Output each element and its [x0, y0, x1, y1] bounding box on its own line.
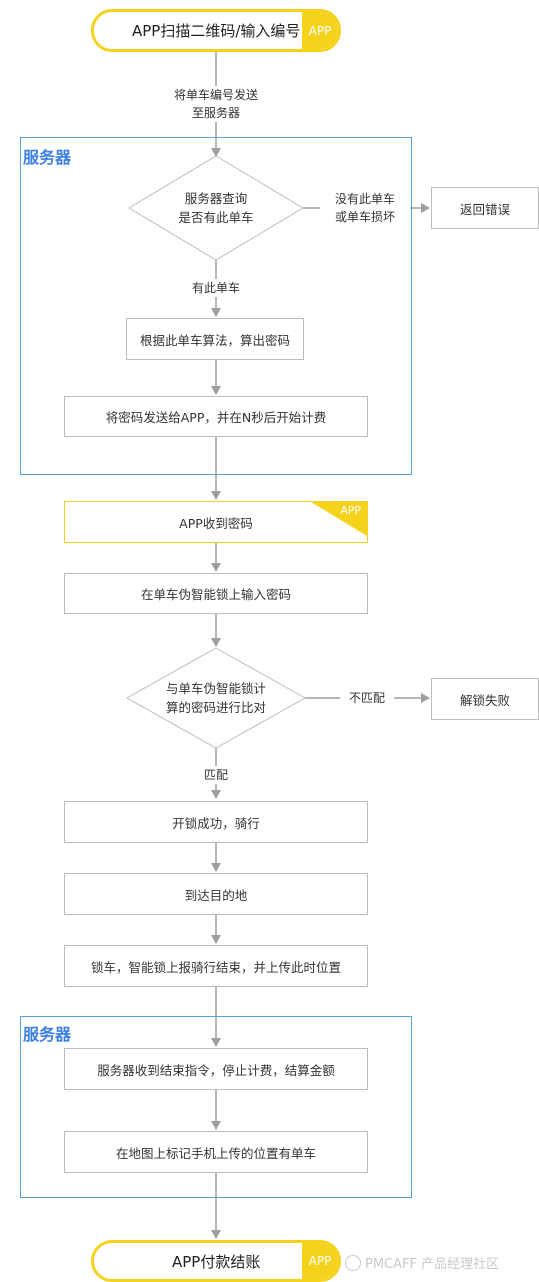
edge-label-has-bike: 有此单车 [176, 279, 256, 297]
decision-line: 服务器查询 [184, 191, 248, 206]
decision-line: 算的密码进行比对 [165, 700, 266, 715]
watermark: PMCAFF 产品经理社区 [345, 1253, 499, 1272]
edge-label-line: 至服务器 [191, 106, 240, 120]
decision-diamond-match [125, 647, 307, 749]
edge-label-line: 没有此单车 [334, 192, 395, 206]
lock-bike-box: 锁车，智能锁上报骑行结束，并上传此时位置 [64, 945, 368, 987]
input-password-box: 在单车伪智能锁上输入密码 [64, 573, 368, 614]
return-error-box: 返回错误 [431, 187, 539, 229]
server-region-1-title: 服务器 [23, 148, 72, 167]
compute-password-box: 根据此单车算法，算出密码 [126, 318, 304, 360]
decision-line: 是否有此单车 [178, 210, 254, 225]
end-terminal: APP付款结账 APP [91, 1240, 341, 1282]
edge-label-no-match: 不匹配 [340, 689, 394, 707]
decision-exists-text: 服务器查询 是否有此单车 [160, 189, 272, 227]
edge-label-no-bike: 没有此单车 或单车损坏 [320, 190, 410, 226]
edge-label-match: 匹配 [190, 766, 242, 784]
unlock-fail-box: 解锁失败 [431, 678, 539, 720]
arrive-box: 到达目的地 [64, 873, 368, 915]
unlock-success-box: 开锁成功，骑行 [64, 801, 368, 843]
watermark-logo-icon [345, 1255, 361, 1271]
edge-label-line: 将单车编号发送 [173, 88, 258, 102]
start-terminal: APP扫描二维码/输入编号 APP [91, 9, 341, 52]
start-label: APP扫描二维码/输入编号 [132, 22, 301, 40]
edge-label-send-number: 将单车编号发送 至服务器 [150, 86, 282, 122]
decision-match-text: 与单车伪智能锁计 算的密码进行比对 [150, 679, 282, 717]
server-region-2-title: 服务器 [23, 1025, 72, 1044]
end-label: APP付款结账 [172, 1252, 261, 1271]
app-tag: APP [302, 1243, 338, 1279]
app-corner-tag [311, 502, 367, 536]
decision-line: 与单车伪智能锁计 [165, 681, 266, 696]
app-receive-box: APP收到密码 APP [64, 501, 368, 543]
app-receive-label: APP收到密码 [179, 515, 253, 531]
server-region-2 [20, 1016, 412, 1198]
decision-diamond-exists [128, 155, 304, 261]
send-password-box: 将密码发送给APP，并在N秒后开始计费 [64, 396, 368, 437]
app-tag: APP [302, 12, 338, 49]
app-corner-tag-text: APP [340, 504, 361, 517]
watermark-text: PMCAFF 产品经理社区 [365, 1257, 500, 1272]
mark-map-box: 在地图上标记手机上传的位置有单车 [64, 1131, 368, 1173]
server-region-1 [20, 137, 412, 475]
edge-label-line: 或单车损坏 [334, 210, 395, 224]
server-receive-end-box: 服务器收到结束指令，停止计费，结算金额 [64, 1048, 368, 1090]
